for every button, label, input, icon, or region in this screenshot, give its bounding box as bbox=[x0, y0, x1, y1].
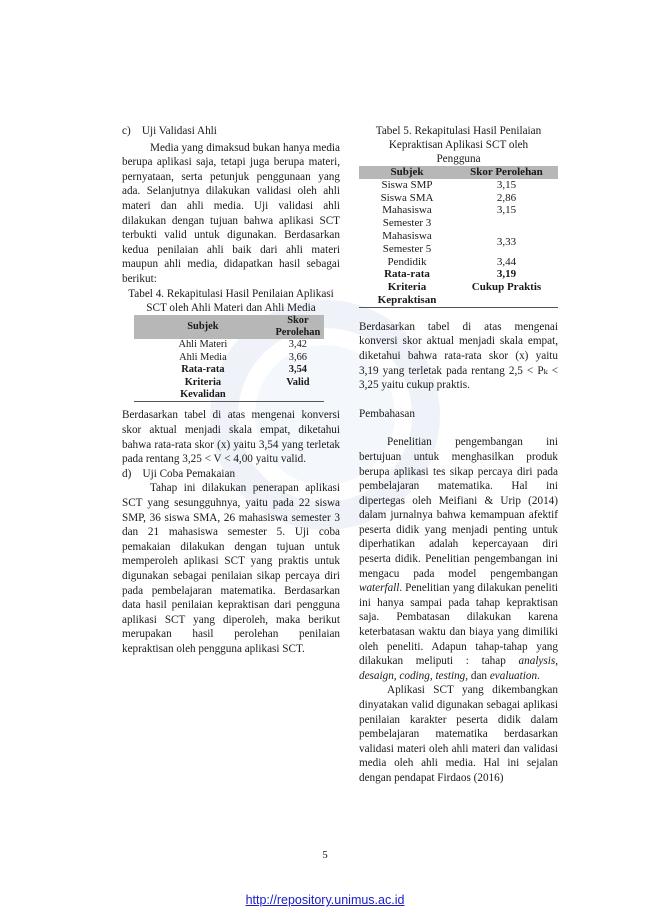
table-cell: Kriteria Kevalidan bbox=[134, 376, 272, 403]
table-cell: Rata-rata bbox=[384, 268, 430, 281]
emphasis-text: analysis, desaign, coding, testing, bbox=[359, 655, 558, 682]
paragraph-text: Penelitian pengembangan ini bertujuan un… bbox=[359, 436, 558, 580]
table4-caption: Tabel 4. Rekapitulasi Hasil Penilaian Ap… bbox=[128, 287, 334, 314]
paragraph-konversi-validasi: Berdasarkan tabel di atas mengenai konve… bbox=[122, 409, 340, 466]
page-number: 5 bbox=[322, 849, 328, 861]
table4-header-skor: Skor Perolehan bbox=[271, 314, 324, 340]
right-column: Tabel 5. Rekapitulasi Hasil Penilaian Ke… bbox=[359, 124, 558, 786]
table-cell: 3,15 bbox=[496, 204, 517, 217]
paragraph-validasi: Media yang dimaksud bukan hanya media be… bbox=[122, 141, 340, 285]
table5-header-skor: Skor Perolehan bbox=[455, 166, 558, 179]
table-cell: Ahli Media bbox=[179, 351, 227, 363]
table-cell: 3,54 bbox=[288, 364, 307, 376]
table4: Subjek Skor Perolehan Ahli Materi 3,42 A… bbox=[134, 314, 324, 403]
table-row: Mahasiswa Semester 5 3,33 bbox=[359, 230, 558, 256]
paragraph-text: . bbox=[537, 669, 540, 682]
paragraph-pembahasan: Penelitian pengembangan ini bertujuan un… bbox=[359, 435, 558, 683]
table4-header-subjek: Subjek bbox=[134, 314, 272, 340]
emphasis-text: waterfall bbox=[359, 582, 400, 595]
section-heading-uji-coba: d) Uji Coba Pemakaian bbox=[122, 467, 236, 480]
table-row: Kriteria Kepraktisan Cukup Praktis bbox=[359, 281, 558, 308]
table-cell: 3,66 bbox=[288, 351, 307, 363]
paragraph-text: dan bbox=[468, 669, 490, 682]
paragraph-konversi-kepraktisan: Berdasarkan tabel di atas mengenai konve… bbox=[359, 320, 558, 392]
table-cell: 3,15 bbox=[496, 178, 517, 191]
table-cell: 2,86 bbox=[496, 191, 517, 204]
table-cell: 3,42 bbox=[288, 339, 307, 351]
table-cell: 3,44 bbox=[496, 255, 517, 268]
table-cell: 3,33 bbox=[496, 236, 517, 249]
table-cell: Rata-rata bbox=[181, 364, 225, 376]
table-row: Siswa SMP 3,15 bbox=[359, 179, 558, 192]
table-cell: 3,19 bbox=[496, 268, 517, 281]
paragraph-aplikasi-sct: Aplikasi SCT yang dikembangkan dinyataka… bbox=[359, 684, 558, 784]
table5-caption: Tabel 5. Rekapitulasi Hasil Penilaian Ke… bbox=[375, 125, 542, 165]
table-row: Siswa SMA 2,86 bbox=[359, 192, 558, 205]
table-row: Pendidik 3,44 bbox=[359, 256, 558, 269]
paragraph-uji-coba: Tahap ini dilakukan penerapan aplikasi S… bbox=[122, 482, 340, 655]
section-heading-uji-validasi: c) Uji Validasi Ahli bbox=[122, 125, 217, 137]
table-cell: Pendidik bbox=[387, 255, 427, 268]
table-row: Kriteria Kevalidan Valid bbox=[134, 376, 324, 403]
left-column: c) Uji Validasi Ahli Media yang dimaksud… bbox=[122, 124, 340, 656]
repository-link[interactable]: http://repository.unimus.ac.id bbox=[245, 893, 405, 907]
watermark-center bbox=[255, 345, 395, 485]
table-cell: Valid bbox=[271, 376, 324, 403]
table-row: Ahli Materi 3,42 bbox=[134, 339, 324, 351]
table-row: Rata-rata 3,19 bbox=[359, 268, 558, 281]
table-cell: Cukup Praktis bbox=[455, 281, 558, 308]
table-cell: Kriteria Kepraktisan bbox=[359, 281, 455, 308]
table-cell: Mahasiswa Semester 3 bbox=[382, 204, 432, 230]
table-row: Rata-rata 3,54 bbox=[134, 364, 324, 376]
table-cell: Siswa SMA bbox=[380, 191, 434, 204]
emphasis-text: evaluation bbox=[489, 669, 538, 682]
table-row: Ahli Media 3,66 bbox=[134, 352, 324, 364]
table-cell: Ahli Materi bbox=[178, 339, 228, 351]
table-cell: Siswa SMP bbox=[381, 178, 433, 191]
table5: Subjek Skor Perolehan Siswa SMP 3,15 Sis… bbox=[359, 166, 558, 308]
section-heading-pembahasan: Pembahasan bbox=[359, 407, 415, 420]
table5-header-subjek: Subjek bbox=[359, 166, 455, 179]
table-row: Mahasiswa Semester 3 3,15 bbox=[359, 204, 558, 230]
table-cell: Mahasiswa Semester 5 bbox=[382, 229, 432, 255]
paragraph-text: . Penelitian yang dilakukan peneliti ini… bbox=[359, 582, 558, 668]
